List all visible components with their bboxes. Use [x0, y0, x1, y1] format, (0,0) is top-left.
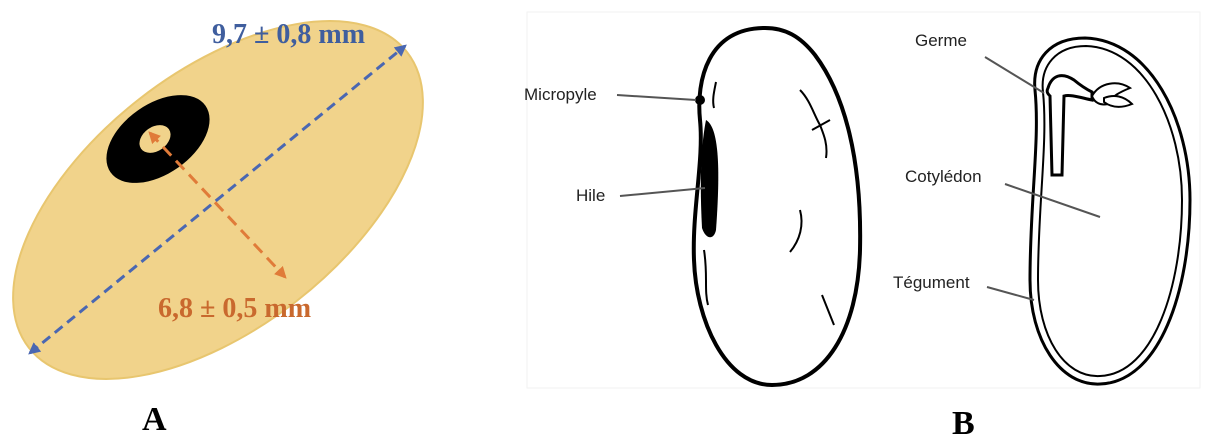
label-micropyle: Micropyle: [524, 85, 597, 104]
label-germ: Germe: [915, 31, 967, 50]
label-tegument: Tégument: [893, 273, 970, 292]
panel-a-label: A: [142, 401, 167, 438]
panel-a: 9,7 ± 0,8 mm 6,8 ± 0,5 mm A: [0, 0, 486, 439]
panel-b-label: B: [952, 405, 975, 439]
label-hilum: Hile: [576, 186, 605, 205]
seed-outline: [0, 0, 486, 439]
micropyle-dot: [695, 95, 705, 105]
panel-b: Micropyle Hile Germe Cotylédon Tégument …: [524, 12, 1200, 439]
label-cotyledon: Cotylédon: [905, 167, 982, 186]
width-measure: 6,8 ± 0,5 mm: [158, 293, 311, 324]
length-measure: 9,7 ± 0,8 mm: [212, 19, 365, 50]
